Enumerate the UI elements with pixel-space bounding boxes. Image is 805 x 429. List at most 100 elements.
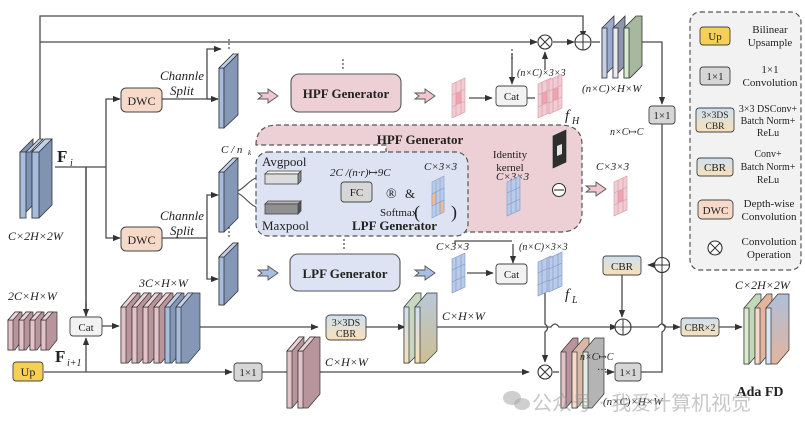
fl-kernel-stack	[537, 251, 563, 297]
nkchw-label: (n×C)×H×W	[603, 396, 663, 408]
legend-conv1x1-desc: 1×1	[761, 64, 778, 76]
bottom-pink-stack	[286, 336, 321, 409]
nkc-to-c-label: n×C↦C	[610, 127, 644, 138]
c33-label: C×3×3	[424, 161, 458, 173]
fi1-subscript: i+1	[67, 358, 82, 369]
cbr-x2-block: CBR×2	[680, 317, 720, 337]
c-over-nk-label: C / n	[221, 144, 243, 156]
nkc33-label: (n×C)×3×3	[519, 242, 568, 253]
fc-block: FC	[340, 181, 373, 203]
legend-conv1x1-desc: Convolution	[742, 77, 798, 89]
fh-label: f	[565, 108, 571, 124]
legend-cbr-key: CBR	[704, 162, 727, 174]
input-feature-fi	[19, 138, 53, 219]
legend-convolution-icon	[707, 240, 723, 256]
legend-up-swatch	[699, 26, 731, 46]
nkc-to-c-label: n×C↦C	[580, 352, 614, 363]
chw-label: C×H×W	[325, 355, 369, 369]
fl-subscript: L	[571, 295, 578, 306]
legend-up-key: Up	[708, 31, 722, 43]
c33-label: C×3×3	[436, 241, 470, 253]
diagram-title: Ada FD	[736, 385, 783, 400]
c-over-nk-subscript: k	[248, 149, 252, 157]
add-operator-right	[653, 256, 671, 274]
legend-ds-cbr-desc: Batch Norm+	[741, 116, 796, 127]
hpf-generator-block: HPF Generator	[290, 73, 402, 113]
legend-cbr-desc: Batch Norm+	[741, 162, 796, 173]
conv1x1-label: 1×1	[653, 110, 670, 122]
ellipsis-label: ···	[597, 365, 607, 376]
softmax-label: Softmax	[380, 207, 418, 219]
chw-label: C×H×W	[442, 309, 486, 323]
legend-conv1x1-swatch	[699, 66, 731, 86]
hpf-generator-label: HPF Generator	[303, 86, 390, 101]
ds-cbr-label: 3×3DS	[332, 318, 360, 329]
legend-dwc-desc: Depth-wise	[744, 198, 795, 210]
legend-dwc-key: DWC	[703, 205, 729, 217]
split-slab-bottom	[218, 242, 239, 306]
cbr-block: CBR	[602, 255, 642, 276]
dwc-block-bottom: DWC	[120, 226, 163, 252]
c33-label: C×3×3	[496, 171, 530, 183]
dwc-block-top: DWC	[120, 87, 163, 113]
conv1x1-label: 1×1	[619, 367, 636, 379]
conv1x1-block-bottom: 1×1	[233, 362, 263, 382]
three-chw-label: 3C×H×W	[138, 276, 189, 290]
lpf-output-kernel	[451, 252, 466, 294]
identity-kernel-label: Identity	[493, 149, 528, 161]
identity-kernel-label: kernel	[496, 162, 523, 174]
output-feature-stack	[743, 293, 790, 365]
up-label: Up	[21, 365, 36, 379]
output-dims: C×2H×2W	[735, 278, 791, 292]
ds-cbr-label: CBR	[336, 329, 356, 340]
subtract-operator	[551, 182, 567, 198]
maxpool-block	[264, 200, 302, 215]
fi-subscript: i	[70, 158, 73, 169]
maxpool-label: Maxpool	[262, 218, 309, 233]
paren-close: )	[451, 202, 457, 223]
paren-open: (	[414, 202, 420, 223]
up-block: Up	[12, 361, 44, 382]
reshape-symbol: ®	[386, 187, 397, 202]
cat-block-lpf: Cat	[495, 263, 528, 285]
fc-mapping-label: 2C /(n·r)↦9C	[330, 167, 391, 179]
dwc-label: DWC	[128, 94, 156, 108]
fi-dims: C×2H×2W	[8, 229, 64, 243]
channel-split-label: Split	[170, 223, 194, 238]
legend-conv-desc: Operation	[747, 249, 791, 261]
legend-conv-desc: Convolution	[741, 236, 797, 248]
and-symbol: &	[405, 186, 415, 201]
fi-label: F	[57, 147, 67, 166]
legend-dwc-desc: Convolution	[741, 211, 797, 223]
cat-block-bottom: Cat	[69, 316, 103, 337]
fh-subscript: H	[571, 116, 580, 127]
fh-kernel-stack	[537, 73, 563, 119]
conv1x1-block-right: 1×1	[648, 105, 676, 125]
channel-split-label: Channle	[160, 68, 204, 83]
fc-label: FC	[350, 187, 363, 199]
legend-cbr-desc: Conv+	[754, 149, 782, 160]
c33-label: C×3×3	[596, 161, 630, 173]
nkchw-label: (n×C)×H×W	[582, 83, 642, 95]
convolution-operator-top	[537, 34, 553, 50]
legend-ds-cbr-swatch	[695, 107, 735, 133]
add-operator-top	[574, 33, 592, 51]
fl-label: f	[565, 287, 571, 303]
nkc33-label: (n×C)×3×3	[517, 68, 566, 79]
legend-cbr-swatch	[696, 157, 734, 177]
ds-cbr-block: 3×3DS CBR	[325, 314, 367, 341]
softmax-kernel-grid	[431, 175, 445, 219]
cat-label: Cat	[78, 322, 93, 334]
watermark: 公众号 · 我爱计算机视觉	[503, 391, 751, 415]
lpf-generator-expanded: Avgpool Maxpool LPF Generator 2C /(n·r)↦…	[255, 151, 469, 237]
cat-label: Cat	[504, 269, 519, 281]
legend-conv1x1-key: 1×1	[706, 71, 723, 83]
fi1-dims: 2C×H×W	[8, 289, 58, 303]
cat-block-hpf: Cat	[495, 85, 528, 107]
hpf-generator-title: HPF Generator	[377, 132, 464, 147]
convolution-operator-bottom	[537, 364, 553, 380]
avgpool-label: Avgpool	[262, 154, 307, 169]
lpf-generator-block: LPF Generator	[289, 253, 401, 292]
legend-dwc-swatch	[697, 199, 734, 220]
